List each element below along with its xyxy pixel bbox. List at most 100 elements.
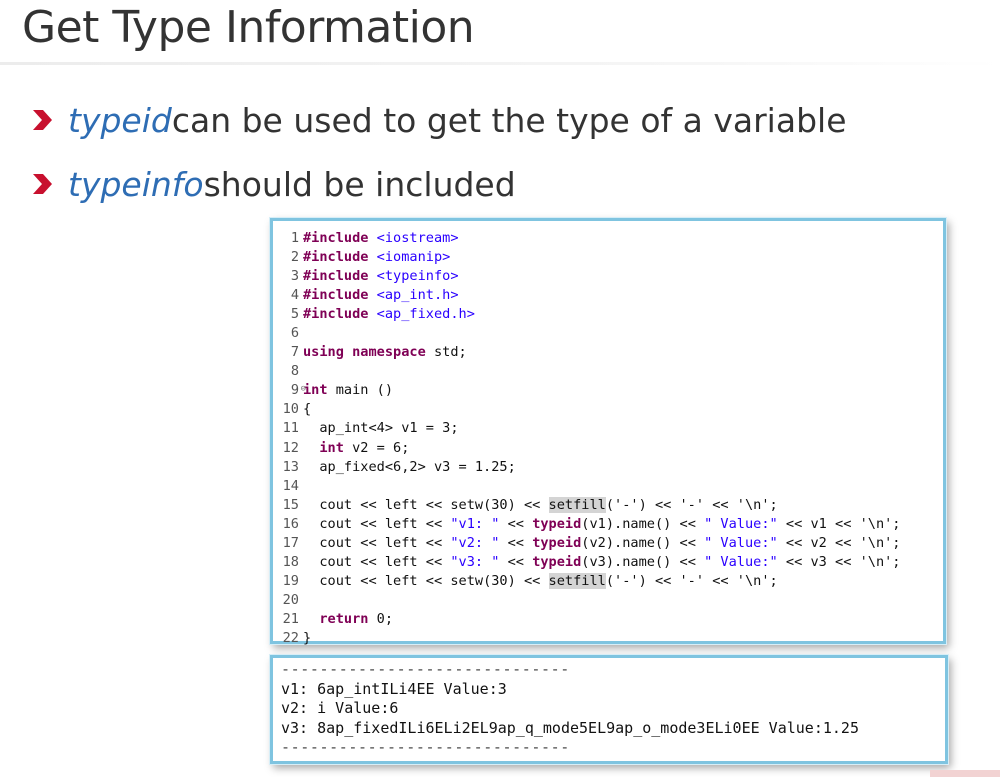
code-line: 21 return 0; bbox=[277, 610, 901, 629]
code-line: 15 cout << left << setw(30) << setfill('… bbox=[277, 496, 901, 515]
code-text: cout << left << bbox=[303, 515, 451, 532]
code-text: cout << left << bbox=[303, 572, 451, 589]
line-number: 8 bbox=[290, 363, 299, 380]
code-header: <iostream> bbox=[376, 230, 459, 246]
line-number: 20 bbox=[282, 591, 299, 608]
line-number: 6 bbox=[290, 325, 299, 342]
console-separator: ------------------------------ bbox=[281, 660, 570, 678]
console-separator: ------------------------------ bbox=[281, 738, 570, 757]
code-line: 2#include <iomanip> bbox=[277, 248, 901, 267]
code-line: 14 bbox=[277, 477, 901, 496]
code-text: cout << left << bbox=[303, 534, 451, 551]
code-string: " Value:" bbox=[704, 553, 778, 570]
code-keyword: return bbox=[319, 610, 369, 627]
line-number-text: 9 bbox=[290, 382, 299, 399]
bullet-item: typeinfo should be included bbox=[28, 152, 847, 216]
code-line: 20 bbox=[277, 591, 901, 610]
slide-title: Get Type Information bbox=[22, 2, 475, 53]
line-number: 18 bbox=[282, 553, 299, 570]
code-header: <iomanip> bbox=[376, 249, 451, 266]
line-number: 4 bbox=[290, 287, 299, 304]
code-keyword: using namespace bbox=[303, 344, 426, 361]
code-string: "v1: " bbox=[450, 515, 500, 532]
code-text: } bbox=[303, 629, 312, 646]
code-text: cout << left << bbox=[303, 553, 451, 570]
code-line: 9⊖int main () bbox=[277, 381, 901, 400]
code-keyword: int bbox=[303, 382, 328, 399]
code-editor: 1#include <iostream> 2#include <iomanip>… bbox=[270, 218, 946, 646]
line-number: 15 bbox=[282, 496, 299, 513]
code-string: "v3: " bbox=[450, 553, 500, 570]
bullet-item: typeid can be used to get the type of a … bbox=[28, 88, 847, 152]
line-number: 3 bbox=[290, 268, 299, 285]
code-text: std; bbox=[425, 344, 467, 361]
code-text: << v2 << '\n'; bbox=[777, 534, 901, 551]
code-line: 12 int v2 = 6; bbox=[277, 439, 901, 458]
code-text: main () bbox=[327, 382, 394, 399]
code-text: (v3).name() << bbox=[581, 553, 705, 570]
code-string: " Value:" bbox=[704, 534, 778, 551]
code-keyword: typeid bbox=[532, 534, 582, 551]
code-text: << bbox=[499, 553, 533, 570]
code-line: 11 ap_int<4> v1 = 3; bbox=[277, 419, 901, 438]
code-text: cout << left << bbox=[303, 496, 451, 513]
code-text: 0; bbox=[368, 610, 394, 627]
code-line: 4#include <ap_int.h> bbox=[277, 286, 901, 305]
code-line: 6 bbox=[277, 324, 901, 343]
line-number: 13 bbox=[282, 458, 299, 475]
code-header: <ap_int.h> bbox=[376, 287, 459, 304]
code-keyword: #include bbox=[303, 249, 369, 266]
code-line: 8 bbox=[277, 362, 901, 381]
chevron-right-icon bbox=[33, 110, 52, 130]
console-line: v2: i Value:6 bbox=[281, 699, 399, 718]
fold-toggle-icon[interactable]: ⊖ bbox=[300, 384, 306, 395]
code-line: 1#include <iostream> bbox=[277, 229, 901, 248]
line-number: 5 bbox=[290, 306, 299, 323]
code-keyword: typeid bbox=[532, 515, 582, 532]
code-text: << v3 << '\n'; bbox=[777, 553, 901, 570]
bullet-keyword: typeinfo bbox=[68, 164, 204, 204]
code-text: << bbox=[499, 534, 533, 551]
console-text: ------------------------------ v1: 6ap_i… bbox=[281, 660, 859, 758]
line-number: 7 bbox=[290, 344, 299, 361]
code-header: <typeinfo> bbox=[376, 268, 459, 285]
code-keyword: #include bbox=[303, 268, 369, 285]
code-text: (v1).name() << bbox=[581, 515, 705, 532]
line-number: 9⊖ bbox=[277, 381, 306, 400]
corner-logo-fragment bbox=[930, 770, 1000, 777]
console-line: v1: 6ap_intILi4EE Value:3 bbox=[281, 679, 507, 698]
bullet-text: should be included bbox=[203, 164, 516, 204]
code-line: 10{ bbox=[277, 400, 901, 419]
bullet-list: typeid can be used to get the type of a … bbox=[28, 88, 847, 216]
chevron-right-icon bbox=[33, 174, 52, 194]
code-text: ap_fixed<6,2> v3 = 1.25; bbox=[303, 458, 516, 475]
code-line: 3#include <typeinfo> bbox=[277, 267, 901, 286]
code-keyword: int bbox=[319, 439, 344, 456]
line-number: 1 bbox=[290, 230, 299, 246]
code-keyword: #include bbox=[303, 230, 369, 246]
highlighted-identifier: setfill bbox=[548, 496, 606, 513]
code-string: "v2: " bbox=[450, 534, 500, 551]
line-number: 11 bbox=[282, 420, 299, 437]
line-number: 10 bbox=[282, 401, 299, 418]
console-output: ------------------------------ v1: 6ap_i… bbox=[270, 655, 948, 764]
line-number: 21 bbox=[282, 610, 299, 627]
bullet-text: can be used to get the type of a variabl… bbox=[171, 100, 847, 140]
line-number: 2 bbox=[290, 249, 299, 266]
code-keyword: typeid bbox=[532, 553, 582, 570]
line-number: 17 bbox=[282, 534, 299, 551]
code-text: << v1 << '\n'; bbox=[777, 515, 901, 532]
code-text: ap_int<4> v1 = 3; bbox=[303, 420, 459, 437]
line-number: 14 bbox=[282, 477, 299, 494]
code-text: { bbox=[303, 401, 312, 418]
title-underline bbox=[0, 62, 1002, 65]
console-line: v3: 8ap_fixedILi6ELi2EL9ap_q_mode5EL9ap_… bbox=[281, 718, 859, 737]
code-text: << bbox=[499, 515, 533, 532]
code-line: 5#include <ap_fixed.h> bbox=[277, 305, 901, 324]
code-text: ('-') << '-' << '\n'; bbox=[605, 496, 778, 513]
code-text: setw(30) << bbox=[450, 572, 549, 589]
code-line: 13 ap_fixed<6,2> v3 = 1.25; bbox=[277, 458, 901, 477]
code-listing: 1#include <iostream> 2#include <iomanip>… bbox=[277, 229, 901, 648]
line-number: 22 bbox=[282, 629, 299, 646]
